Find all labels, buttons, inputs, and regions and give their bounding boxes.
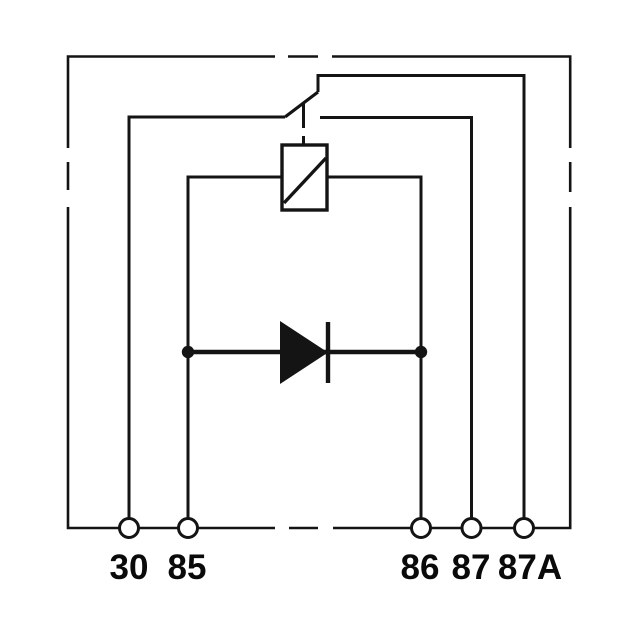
terminal-label-87a: 87A bbox=[497, 548, 563, 587]
wire-no-contact-to-87 bbox=[320, 116, 473, 519]
wire-coil-to-86 bbox=[327, 175, 423, 519]
enclosure-top-right-corner bbox=[332, 55, 572, 148]
enclosure-top-left-corner bbox=[66, 55, 275, 148]
wire-30-to-switch-common bbox=[127, 115, 285, 519]
wire-nc-contact-to-87a bbox=[316, 74, 526, 519]
diode-anode-triangle bbox=[280, 321, 328, 384]
flyback-diode-symbol bbox=[181, 321, 428, 384]
terminal-label-87: 87 bbox=[451, 548, 491, 587]
terminal-label-30: 30 bbox=[109, 548, 149, 587]
enclosure-bottom-left-corner bbox=[66, 207, 275, 530]
terminal-circle-85 bbox=[177, 517, 199, 539]
terminal-circle-30 bbox=[118, 517, 140, 539]
relay-enclosure-border bbox=[66, 55, 572, 530]
terminal-circle-87a bbox=[513, 517, 535, 539]
relay-coil-symbol bbox=[280, 143, 329, 212]
terminal-circle-86 bbox=[410, 517, 432, 539]
changeover-switch-symbol bbox=[284, 90, 319, 145]
terminal-label-85: 85 bbox=[167, 548, 207, 587]
switch-armature bbox=[284, 90, 319, 119]
terminal-label-86: 86 bbox=[400, 548, 440, 587]
enclosure-bottom-right-corner bbox=[333, 207, 572, 530]
coil-diagonal bbox=[282, 156, 328, 205]
wire-85-to-coil bbox=[186, 175, 282, 519]
circuit-wires bbox=[127, 74, 526, 519]
junction-dot-85-branch bbox=[181, 345, 195, 359]
junction-dot-86-branch bbox=[414, 345, 428, 359]
terminal-pads bbox=[118, 517, 535, 539]
terminal-circle-87 bbox=[460, 517, 483, 539]
